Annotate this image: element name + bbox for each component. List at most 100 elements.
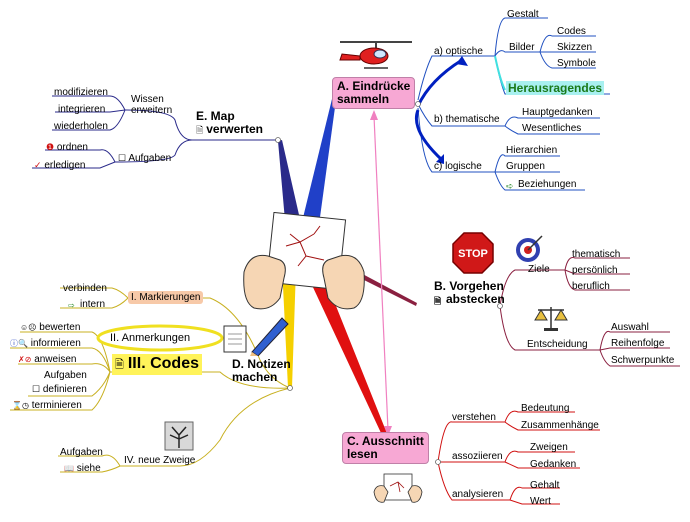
topic-B-line2-text: abstecken [446,292,505,306]
node-zweigen[interactable]: Zweigen [530,442,568,453]
node-codes[interactable]: Codes [557,26,586,37]
node-informieren-label: informieren [30,338,81,349]
node-beziehungen-label: Beziehungen [518,179,577,190]
note-icon: 🗎 [115,359,124,371]
node-gruppen[interactable]: Gruppen [506,161,545,172]
node-verstehen[interactable]: verstehen [452,412,496,423]
node-wissen-line1: Wissen [131,94,164,105]
node-gestalt[interactable]: Gestalt [507,9,539,20]
node-thematische[interactable]: b) thematische [434,114,500,125]
node-herausragendes[interactable]: Herausragendes [506,81,605,95]
node-erledigen-label: erledigen [44,160,86,171]
node-codes[interactable]: 🗎III. Codes [112,354,202,375]
node-gehalt[interactable]: Gehalt [530,480,560,491]
node-wiederholen[interactable]: wiederholen [54,121,108,132]
node-erledigen[interactable]: ✓ erledigen [34,159,85,172]
node-zusammenhaenge[interactable]: Zusammenhänge [521,420,599,431]
branch-D-wedge [282,266,296,388]
node-skizzen[interactable]: Skizzen [557,42,593,53]
topic-E-line2-text: verwerten [206,122,263,136]
notepad-pencil-icon [223,317,289,356]
topic-A-line2: sammeln [337,92,390,106]
node-wissen-line2: erweitern [131,105,173,116]
node-beruflich[interactable]: beruflich [572,281,610,292]
node-anweisen[interactable]: ✗⊘ anweisen [18,354,76,366]
node-wert[interactable]: Wert [530,496,551,507]
number-one-icon: ❶ [46,142,55,152]
node-terminieren[interactable]: ⌛◷ terminieren [12,400,82,412]
clock-icon: ⌛◷ [12,401,29,410]
node-definieren[interactable]: ☐ definieren [32,383,87,396]
node-bewerten-label: bewerten [39,322,81,333]
node-hauptgedanken[interactable]: Hauptgedanken [522,107,593,118]
smiley-icon: ☺☹ [20,323,37,332]
node-thematisch[interactable]: thematisch [572,249,621,260]
node-analysieren[interactable]: analysieren [452,489,504,500]
topic-D[interactable]: D. Notizen machen [232,358,291,384]
node-siehe[interactable]: 📖 siehe [64,463,101,475]
hands-holding-mindmap-icon [243,212,365,310]
topic-A[interactable]: A. Eindrücke sammeln [332,77,416,109]
node-anmerkungen[interactable]: II. Anmerkungen [110,332,191,344]
node-logische[interactable]: c) logische [434,161,482,172]
double-arrow-icon: ⇨ [68,300,75,310]
node-integrieren[interactable]: integrieren [58,104,106,115]
branch-E-wedge [278,140,302,232]
topic-B[interactable]: B. Vorgehen 🗎abstecken [434,279,505,307]
node-beziehungen[interactable]: ➪Beziehungen [506,179,576,191]
branch-C-wedge [304,266,392,448]
topic-E-line2: 🗎verwerten [196,123,263,137]
book-icon: 📖 [64,464,74,473]
node-intern[interactable]: ⇨ intern [68,299,105,311]
node-bilder[interactable]: Bilder [509,42,535,53]
node-auswahl[interactable]: Auswahl [611,322,649,333]
node-persoenlich[interactable]: persönlich [572,265,618,276]
node-neue-zweige[interactable]: IV. neue Zweige [124,455,196,466]
node-aufgaben-zweige[interactable]: Aufgaben [60,447,103,458]
topic-C[interactable]: C. Ausschnitt lesen [342,432,429,464]
node-definieren-label: definieren [42,384,87,395]
node-ordnen[interactable]: ❶ ordnen [46,141,88,154]
node-aufgaben-codes[interactable]: Aufgaben [44,370,87,381]
node-ordnen-label: ordnen [56,142,88,153]
node-hierarchien[interactable]: Hierarchien [506,145,558,156]
node-bedeutung[interactable]: Bedeutung [521,403,570,414]
node-entscheidung[interactable]: Entscheidung [527,339,588,350]
node-markierungen[interactable]: I. Markierungen [128,291,204,304]
node-codes-label: III. Codes [127,355,199,372]
node-bewerten[interactable]: ☺☹ bewerten [20,322,80,334]
node-optische[interactable]: a) optische [434,46,483,57]
node-schwerpunkte[interactable]: Schwerpunkte [611,355,675,366]
node-symbole[interactable]: Symbole [557,58,596,69]
node-verbinden[interactable]: verbinden [63,283,107,294]
node-modifizieren[interactable]: modifizieren [54,87,108,98]
topic-E-line1: E. Map [196,109,235,123]
topic-C-line1: C. Ausschnitt [347,434,424,448]
topic-B-line2: 🗎abstecken [434,292,505,307]
node-ziele[interactable]: Ziele [528,264,550,275]
node-aufgaben-E-label: Aufgaben [128,153,172,164]
node-informieren[interactable]: ⓘ🔍 informieren [10,338,81,350]
helicopter-icon [339,41,412,69]
topic-D-line1: D. Notizen [232,357,291,371]
node-intern-label: intern [80,299,106,310]
no-entry-icon: ✗⊘ [18,355,32,364]
node-aufgaben-E[interactable]: ☐ Aufgaben [118,152,171,165]
node-reihenfolge[interactable]: Reihenfolge [611,338,665,349]
branch-A-wedge [300,99,336,232]
checkbox-icon: ☐ [118,153,127,163]
node-anweisen-label: anweisen [34,354,77,365]
tree-branch-icon [164,421,194,451]
node-assoziieren[interactable]: assoziieren [452,451,503,462]
info-icon: ⓘ🔍 [10,339,28,348]
topic-E[interactable]: E. Map 🗎verwerten [196,110,263,137]
node-wesentliches[interactable]: Wesentliches [522,123,582,134]
checkmark-icon: ✓ [34,160,42,170]
scales-icon [534,307,568,331]
checkbox-icon: ☐ [32,384,41,394]
node-wissen-erweitern[interactable]: Wissen erweitern [131,94,172,116]
node-gedanken[interactable]: Gedanken [530,459,577,470]
topic-B-line1: B. Vorgehen [434,279,504,293]
